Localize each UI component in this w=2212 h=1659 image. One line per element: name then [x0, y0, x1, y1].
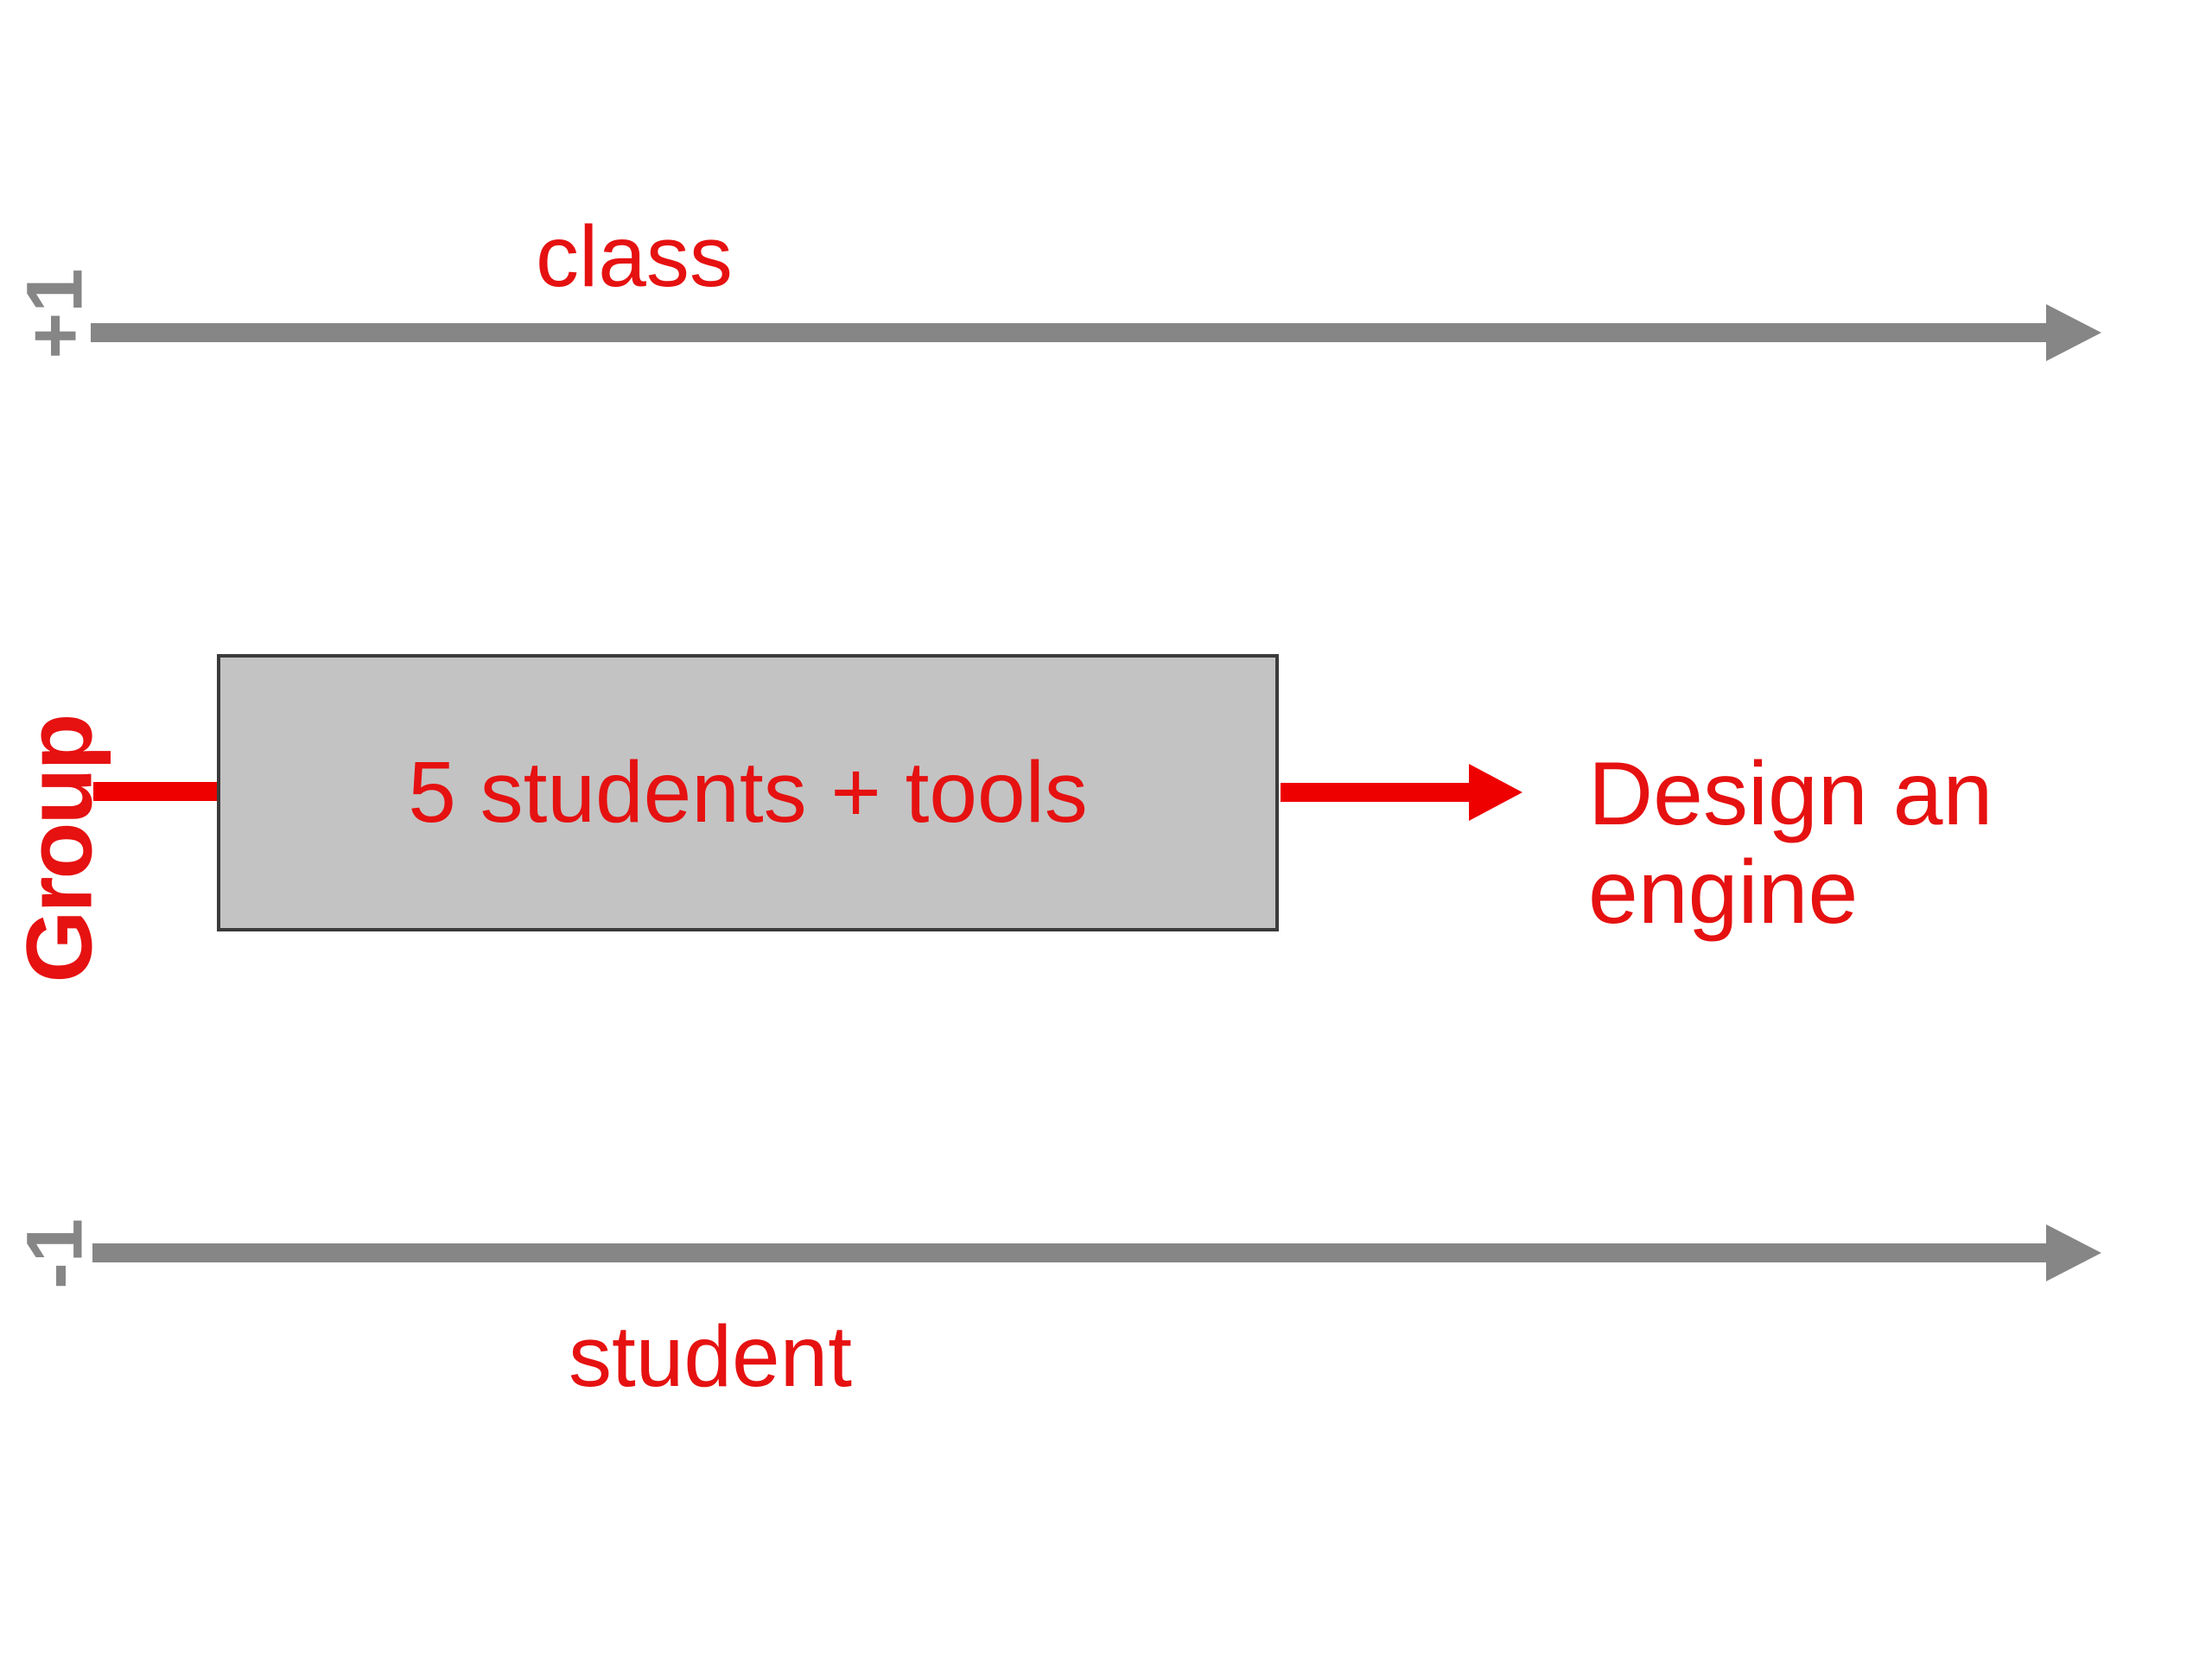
student-axis-line	[92, 1243, 2046, 1262]
class-axis-end-label: +1	[10, 268, 99, 359]
output-label: Design an engine	[1588, 744, 1993, 944]
student-axis-end-label: -1	[10, 1218, 99, 1289]
process-box: 5 students + tools	[217, 654, 1279, 931]
class-axis-label: class	[536, 208, 733, 305]
group-input-connector	[93, 782, 219, 801]
student-axis-label: student	[569, 1308, 853, 1405]
group-label: Group	[6, 715, 111, 983]
class-axis-line	[91, 323, 2046, 342]
output-arrowhead-icon	[1469, 764, 1522, 821]
process-box-text: 5 students + tools	[408, 744, 1088, 841]
class-axis-arrowhead-icon	[2046, 304, 2101, 361]
student-axis-arrowhead-icon	[2046, 1224, 2101, 1281]
output-arrow-line	[1281, 783, 1471, 802]
